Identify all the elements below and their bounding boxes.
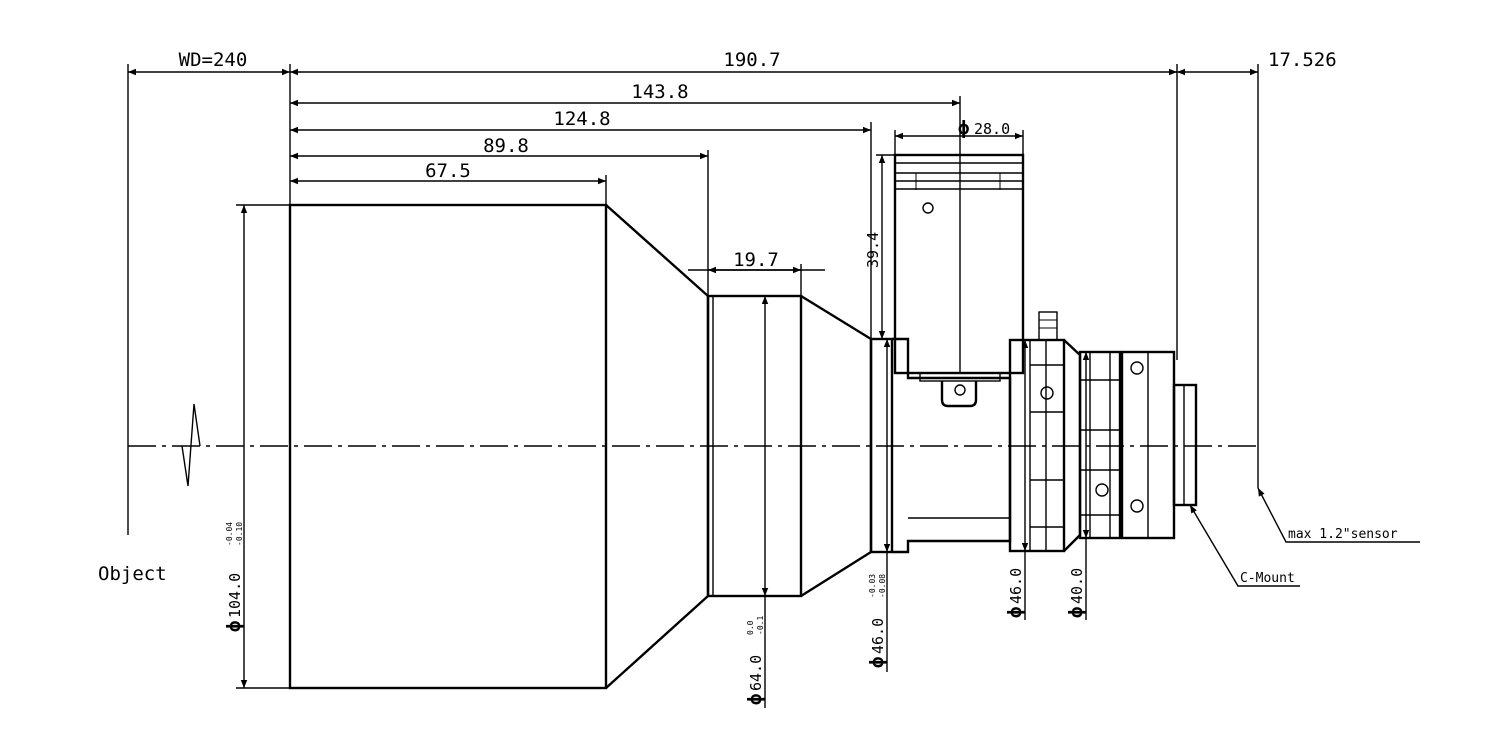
vertical-dimensions: 39.4 ϕ 104.0 -0.04 -0.10 ϕ 64.0 0.0 -0.1… bbox=[223, 154, 1090, 708]
dim-40-symbol: ϕ bbox=[1065, 607, 1087, 618]
annotations: Object max 1.2"sensor C-Mount bbox=[98, 487, 1420, 587]
lens-body bbox=[288, 153, 1198, 690]
iris-ring bbox=[1078, 350, 1122, 540]
dim-143-text: 143.8 bbox=[631, 81, 688, 103]
optical-axis bbox=[128, 403, 1262, 487]
dim-28-text: 28.0 bbox=[974, 120, 1010, 138]
dim-89-text: 89.8 bbox=[483, 135, 529, 157]
reference-lines bbox=[127, 64, 1259, 535]
mount-leader bbox=[1189, 504, 1300, 587]
dim-104-text: 104.0 bbox=[226, 573, 244, 618]
port-bracket bbox=[919, 372, 1001, 382]
focus-ring bbox=[1008, 338, 1066, 553]
dim-39-text: 39.4 bbox=[864, 232, 882, 268]
dim-64-text: 64.0 bbox=[747, 655, 765, 691]
dim-64-symbol: ϕ bbox=[744, 694, 766, 705]
sensor-note: max 1.2"sensor bbox=[1288, 527, 1398, 542]
dim-46-ring-text: 46.0 bbox=[1007, 568, 1025, 604]
sensor-leader bbox=[1257, 487, 1420, 543]
middle-barrel bbox=[706, 294, 803, 598]
dim-19-text: 19.7 bbox=[733, 249, 779, 271]
dim-64-tol-upper: 0.0 bbox=[746, 620, 755, 635]
dim-46-body-symbol: ϕ bbox=[866, 657, 888, 668]
object-label: Object bbox=[98, 563, 167, 585]
dim-104-tol-lower: -0.10 bbox=[235, 522, 244, 546]
horizontal-dimensions: WD=240 190.7 17.526 143.8 124.8 89.8 67.… bbox=[128, 49, 1337, 372]
dim-67-text: 67.5 bbox=[425, 160, 471, 182]
dim-back-focal-text: 17.526 bbox=[1268, 49, 1337, 71]
port-screw-hole bbox=[922, 202, 934, 214]
rear-body bbox=[892, 337, 1012, 554]
axis-break-symbol bbox=[181, 403, 201, 487]
dim-46-body-text: 46.0 bbox=[869, 618, 887, 654]
dim-46-ring-symbol: ϕ bbox=[1004, 607, 1026, 618]
mount-note: C-Mount bbox=[1240, 571, 1295, 586]
c-mount-thread bbox=[1172, 383, 1198, 507]
dim-64-tol-lower: -0.1 bbox=[756, 616, 765, 635]
dim-104-symbol: ϕ bbox=[223, 621, 245, 632]
dim-104-tol-upper: -0.04 bbox=[225, 522, 234, 546]
dim-46-body-tol-upper: -0.03 bbox=[868, 574, 877, 598]
dim-46-body-tol-lower: -0.08 bbox=[878, 574, 887, 598]
dim-124-text: 124.8 bbox=[553, 108, 610, 130]
lock-screw bbox=[1038, 311, 1058, 341]
dim-40-text: 40.0 bbox=[1068, 568, 1086, 604]
focus-lock-hole bbox=[1040, 386, 1054, 400]
iris-lock-hole bbox=[1095, 483, 1109, 497]
coaxial-port bbox=[893, 153, 1025, 375]
dim-total-text: 190.7 bbox=[723, 49, 780, 71]
dim-wd-text: WD=240 bbox=[179, 49, 248, 71]
dim-28-symbol: ϕ bbox=[958, 117, 969, 139]
